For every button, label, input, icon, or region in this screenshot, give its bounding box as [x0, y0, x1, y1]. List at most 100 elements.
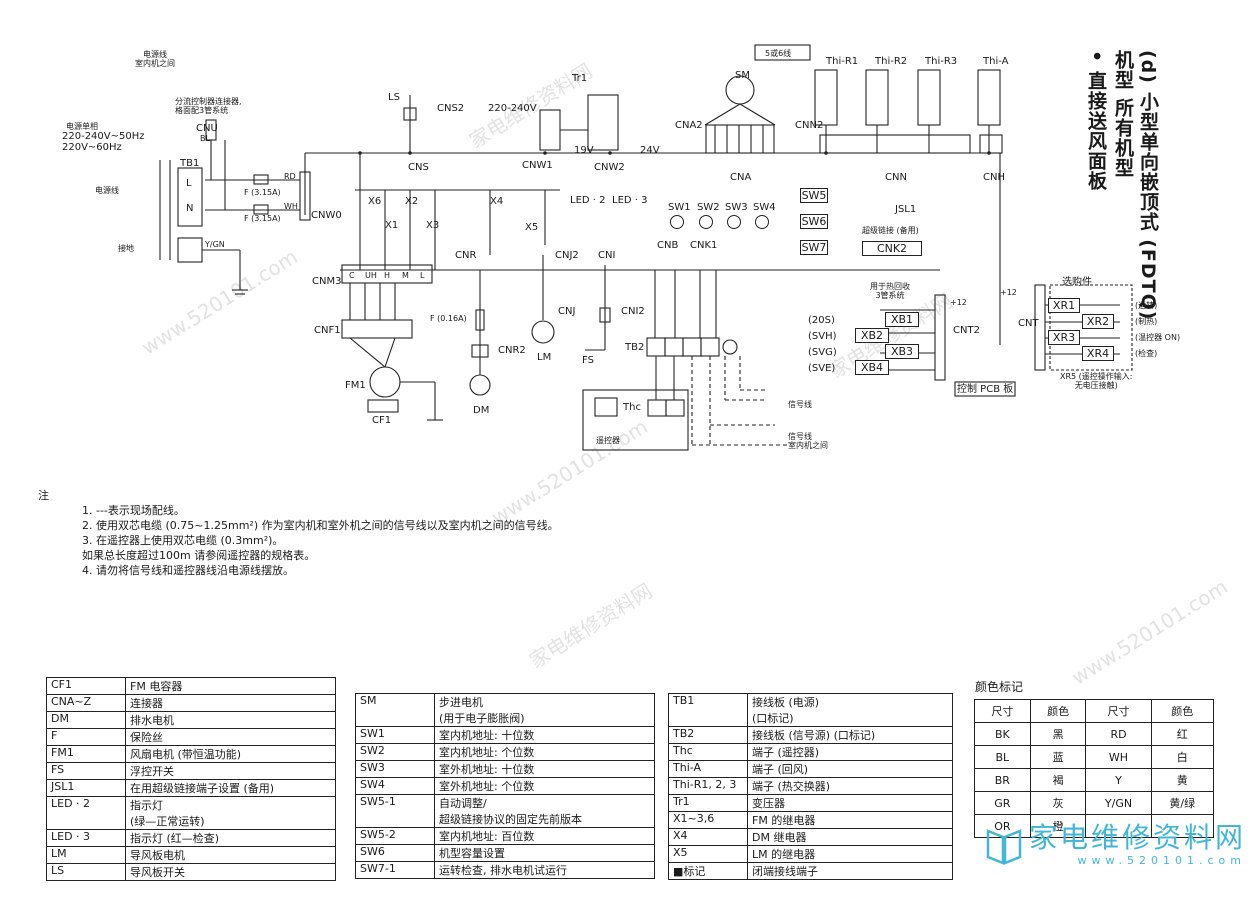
pin-uh: UH: [365, 271, 377, 280]
diagram-subtitle-2: • 直接送风面板: [1085, 50, 1107, 191]
book-icon: [986, 828, 1022, 865]
sw5-box: SW5: [800, 188, 828, 203]
sw4-label: SW4: [753, 202, 776, 213]
cnw0-label: CNW0: [311, 210, 342, 221]
relay-x1: X1: [385, 220, 399, 231]
cnt-label: CNT: [1018, 318, 1039, 329]
voltage-19: 19V: [574, 145, 594, 156]
legend-code: X4: [668, 828, 748, 846]
signal-label: 信号线: [788, 400, 812, 409]
legend-description: 浮控开关: [125, 762, 336, 780]
legend-description: 风扇电机 (带恒温功能): [125, 745, 336, 763]
legend-code: JSL1: [46, 779, 126, 797]
voltage-24: 24V: [640, 145, 660, 156]
xb1-signal: (20S): [808, 315, 835, 326]
note-3: 3. 在遥控器上使用双芯电缆 (0.3mm²)。: [82, 534, 284, 547]
dm-label: DM: [473, 405, 490, 416]
led2-label: LED · 2: [570, 195, 606, 206]
notes-heading: 注: [38, 489, 49, 502]
color-cell: WH: [1085, 745, 1152, 769]
color-cell: 白: [1150, 745, 1215, 769]
note-1: 1. ---表示现场配线。: [82, 504, 185, 517]
legend-code: Tr1: [668, 794, 748, 812]
color-header-cell: 颜色: [1150, 699, 1215, 723]
color-cell: BK: [974, 722, 1031, 746]
pin-c: C: [349, 271, 355, 280]
relay-x4: X4: [490, 196, 504, 207]
cnt2-label: CNT2: [953, 325, 980, 336]
tb1-n: N: [186, 203, 194, 214]
legend-description: 保险丝: [125, 728, 336, 746]
cnu-note: 分流控制器连接器, 格面配3管系统: [175, 97, 242, 115]
legend-description: 端子 (遥控器): [747, 743, 953, 761]
xb3-signal: (SVG): [808, 347, 837, 358]
legend-code: LS: [46, 863, 126, 881]
legend-description: 端子 (热交换器): [747, 777, 953, 795]
sm-wire-note: 5或6线: [765, 49, 792, 58]
cnk2-label: CNK2: [876, 242, 908, 255]
power-voltage-1: 220-240V~50Hz: [62, 131, 145, 142]
relay-x2: X2: [405, 196, 419, 207]
note-4: 4. 请勿将信号线和遥控器线沿电源线摆放。: [82, 564, 294, 577]
legend-code: SM: [355, 693, 435, 727]
relay-x6: X6: [368, 196, 382, 207]
cnr2-label: CNR2: [498, 345, 526, 356]
color-cell: 褐: [1029, 768, 1087, 792]
ground-label: 接地: [118, 244, 134, 253]
legend-description: 指示灯 (红—检查): [125, 829, 336, 847]
cnh-label: CNH: [983, 172, 1005, 183]
xr4-label: XR4: [1086, 347, 1110, 360]
color-header-cell: 颜色: [1029, 699, 1087, 723]
tr-label: Tr1: [572, 73, 588, 84]
cna2-label: CNA2: [675, 120, 703, 131]
legend-code: LM: [46, 846, 126, 864]
three-pipe-note: 用于热回收 3管系统: [870, 282, 910, 300]
cnb-label: CNB: [657, 240, 679, 251]
legend-code: DM: [46, 711, 126, 729]
color-cell: [1085, 814, 1152, 838]
power-line-label: 电源线: [95, 186, 119, 195]
legend-description: 室外机地址: 个位数: [434, 777, 655, 795]
color-cell: [1150, 814, 1215, 838]
cni2-label: CNI2: [621, 306, 645, 317]
watermark-text: www.520101.com: [1067, 574, 1232, 690]
legend-code: CF1: [46, 677, 126, 695]
ground-color: Y/GN: [205, 240, 225, 249]
legend-description: 步进电机 (用于电子膨胀阀): [434, 693, 655, 727]
legend-description: 导风板电机: [125, 846, 336, 864]
thr2-label: Thi-R2: [875, 56, 908, 67]
wiring-diagram: [159, 44, 1133, 451]
xb4-signal: (SVE): [808, 363, 836, 374]
led3-label: LED · 3: [612, 195, 648, 206]
lm-label: LM: [537, 352, 552, 363]
cnm3-label: CNM3: [312, 276, 342, 287]
legend-description: 连接器: [125, 694, 336, 712]
legend-code: X1~3,6: [668, 811, 748, 829]
color-cell: BL: [974, 745, 1031, 769]
cnj-label: CNJ: [558, 306, 576, 317]
xr2-function: (制热): [1135, 317, 1158, 326]
legend-code: FS: [46, 762, 126, 780]
option-label: 选购件: [1062, 277, 1092, 288]
xr3-label: XR3: [1052, 331, 1076, 344]
sw5-label: SW5: [801, 189, 827, 202]
legend-code: ■标记: [668, 862, 748, 880]
color-cell: Y/GN: [1085, 791, 1152, 815]
diagram-title: (d) 小型单向嵌顶式 (FDTQ): [1137, 50, 1159, 321]
xr5-note: XR5 (遥控操作输入: 无电压接触): [1060, 372, 1133, 390]
xr2-box: XR2: [1082, 314, 1114, 329]
color-cell: OR: [974, 814, 1031, 838]
legend-description: 室内机地址: 个位数: [434, 743, 655, 761]
